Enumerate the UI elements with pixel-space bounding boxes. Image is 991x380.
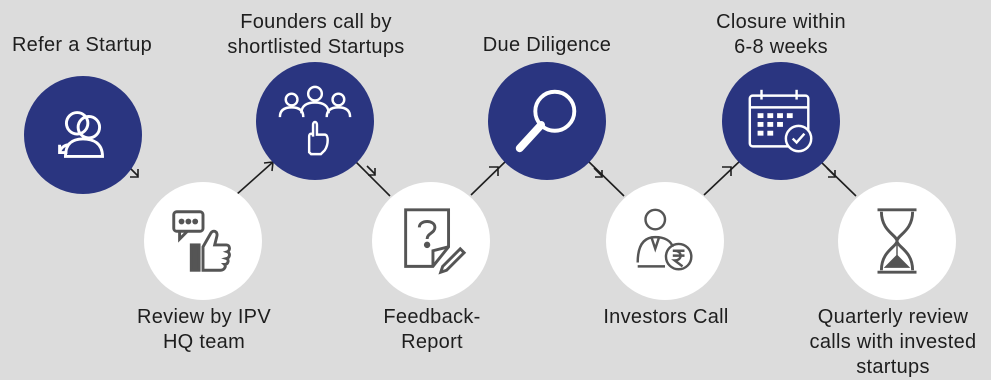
step-investors-label: Investors Call (603, 306, 729, 328)
connector-lines (127, 159, 857, 197)
feedback-report-icon (404, 208, 467, 275)
step-refer-label: Refer a Startup (11, 34, 153, 56)
step-founders-label: Founders call by shortlisted Startups (227, 11, 405, 58)
step-investors-circle (606, 182, 724, 300)
connector-3-4 (353, 159, 391, 197)
step-feedback-label: Feedback- Report (383, 306, 481, 353)
step-due-diligence-label: Due Diligence (482, 34, 612, 56)
magnifier-icon (515, 89, 577, 153)
hourglass-icon (877, 208, 917, 274)
connector-7-8 (818, 159, 857, 197)
step-feedback-circle (372, 182, 490, 300)
step-quarterly-circle (838, 182, 956, 300)
refer-person-icon (58, 111, 104, 158)
step-review-label: Review by IPV HQ team (137, 306, 271, 353)
group-pointing-icon (278, 85, 352, 156)
step-quarterly-label: Quarterly review calls with invested sta… (809, 306, 977, 378)
step-founders-circle (256, 62, 374, 180)
connector-6-7 (703, 159, 742, 196)
step-closure-label: Closure within 6-8 weeks (716, 11, 846, 58)
step-due-diligence-circle (488, 62, 606, 180)
connector-2-3 (235, 161, 274, 196)
process-diagram: Refer a Startup Review by IPV HQ team Fo… (11, 11, 976, 378)
chat-thumbs-up-icon (172, 210, 231, 272)
calendar-check-icon (748, 89, 813, 153)
connector-5-6 (586, 159, 625, 197)
step-review-circle (144, 182, 262, 300)
step-closure-circle (722, 62, 840, 180)
investor-rupee-icon (636, 208, 693, 271)
step-refer-circle (24, 76, 142, 194)
connector-4-5 (470, 159, 508, 196)
